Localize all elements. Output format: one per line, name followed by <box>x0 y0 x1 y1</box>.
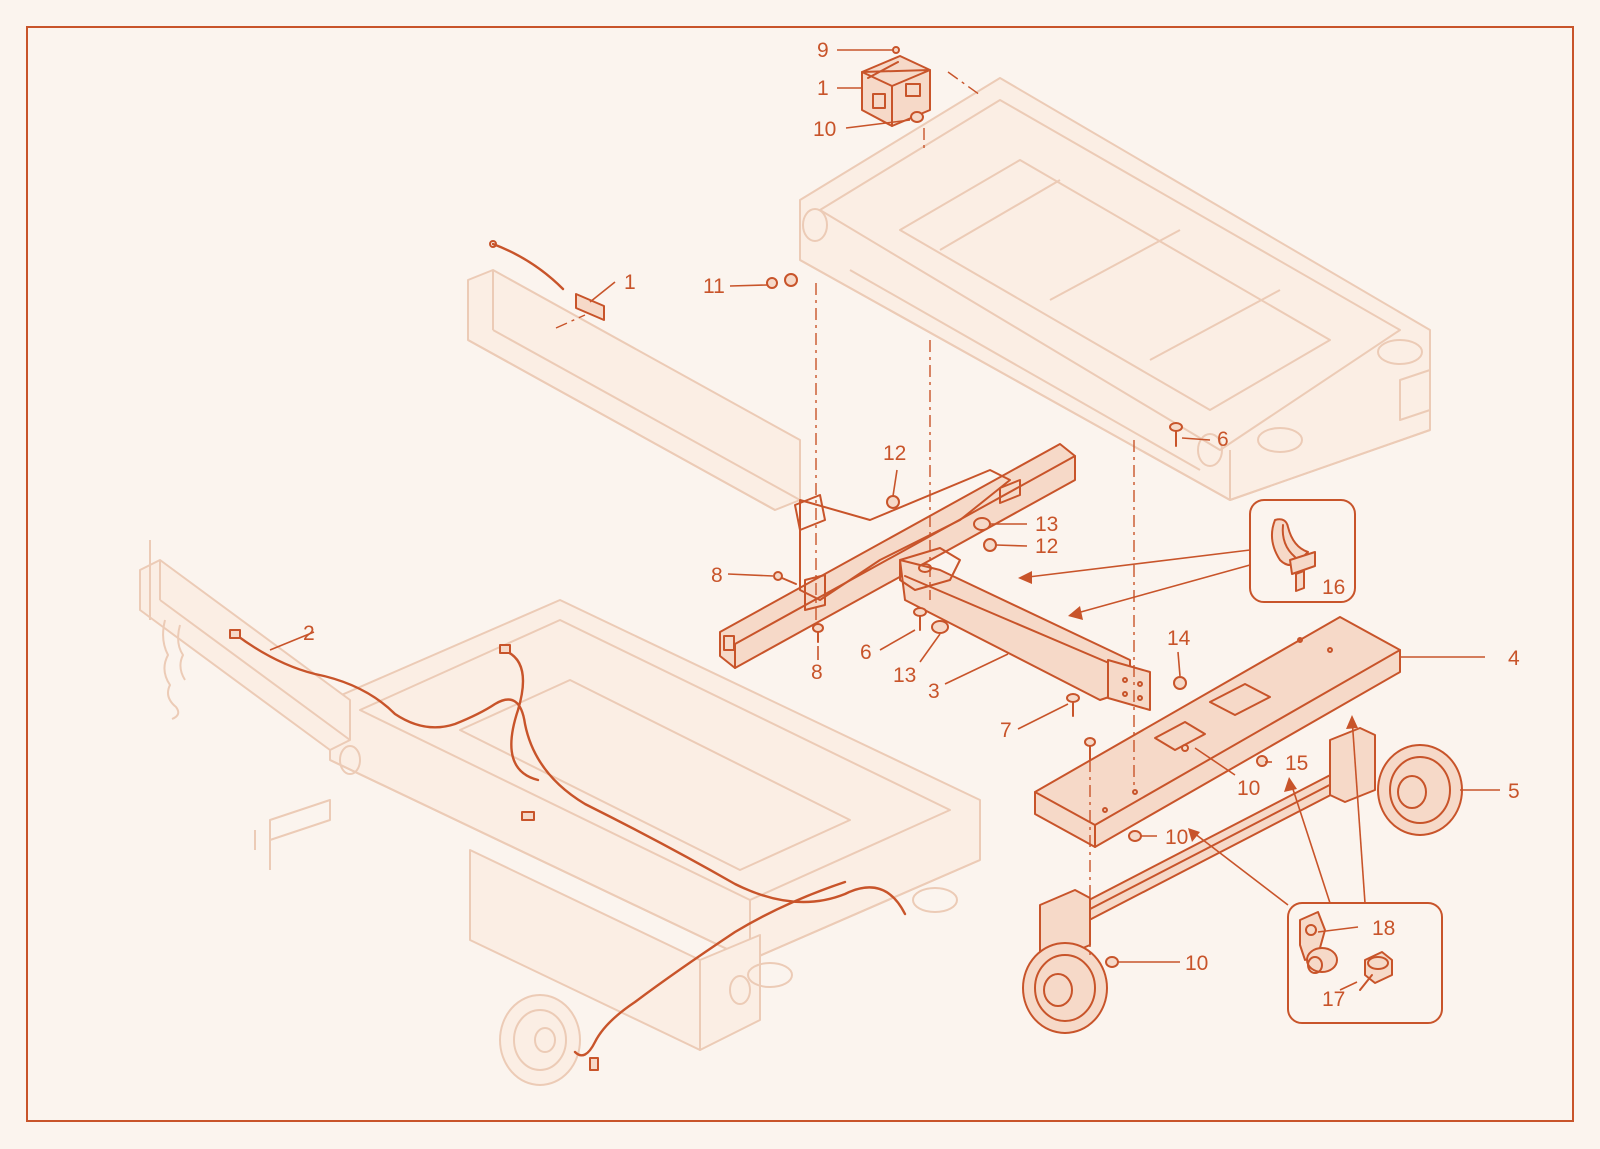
callout-4: 4 <box>1508 647 1520 670</box>
part-1-sensor <box>489 240 605 321</box>
callout-17: 17 <box>1322 988 1345 1011</box>
callout-6: 6 <box>1217 428 1229 451</box>
part-10-nut-plate <box>1128 830 1142 842</box>
part-6-bolt-a <box>913 607 927 631</box>
part-1-controller-box <box>861 55 931 127</box>
part-5-axle-assembly <box>1022 727 1463 1034</box>
callout-2: 2 <box>303 622 315 645</box>
callout-13: 13 <box>893 664 916 687</box>
callout-8: 8 <box>811 661 823 684</box>
part-8-bolt-a <box>773 571 797 585</box>
callout-11: 11 <box>703 275 725 298</box>
side-rail-ghost <box>467 269 801 511</box>
part-12-nut-a <box>886 495 900 509</box>
part-7-bolt <box>1066 693 1080 717</box>
part-3-crossmember <box>719 443 1151 711</box>
callout-1: 1 <box>817 77 829 100</box>
drawbar-ghost <box>139 540 351 751</box>
part-4-mount-plate <box>1034 616 1401 848</box>
part-10-nut-axle <box>1105 956 1119 968</box>
callout-7: 7 <box>1000 719 1012 742</box>
wheel-ghost <box>499 994 581 1086</box>
assembly-centerlines <box>555 71 1135 960</box>
part-7-bolt-b <box>1084 737 1096 761</box>
part-2-wire-harness <box>229 629 907 1071</box>
callout-14: 14 <box>1167 627 1191 650</box>
part-13-washer-a <box>973 517 991 531</box>
callout-5: 5 <box>1508 780 1520 803</box>
callout-15: 15 <box>1285 752 1308 775</box>
part-12-nut-b <box>983 538 997 552</box>
diagram-border <box>26 26 1574 1122</box>
leader-lines <box>269 49 1500 991</box>
part-11-nuts <box>766 273 798 289</box>
part-13-washer-b <box>931 620 949 634</box>
callout-10: 10 <box>1165 826 1188 849</box>
callout-9: 9 <box>817 39 829 62</box>
callout-3: 3 <box>928 680 940 703</box>
part-6-bolt-b <box>1169 422 1183 447</box>
callout-8: 8 <box>711 564 723 587</box>
callout-10: 10 <box>1237 777 1260 800</box>
part-15-nut <box>1256 755 1268 767</box>
callout-1: 1 <box>624 271 636 294</box>
callout-13: 13 <box>1035 513 1058 536</box>
upper-frame-ghost <box>799 77 1431 501</box>
callout-12: 12 <box>883 442 906 465</box>
callout-labels: 9 1 10 1 11 6 12 13 12 16 8 8 6 13 3 2 1… <box>303 39 1520 1011</box>
part-14-nut <box>1173 676 1187 690</box>
lower-chassis-ghost <box>254 599 981 1051</box>
detail-box-17-18 <box>1287 902 1443 1024</box>
callout-18: 18 <box>1372 917 1395 940</box>
callout-10: 10 <box>813 118 836 141</box>
callout-16: 16 <box>1322 576 1345 599</box>
detail-box-16 <box>1249 499 1356 603</box>
callout-6: 6 <box>860 641 872 664</box>
callout-10: 10 <box>1185 952 1208 975</box>
part-8-bolt-b <box>812 623 824 643</box>
callout-12: 12 <box>1035 535 1058 558</box>
part-9-screw <box>892 46 900 54</box>
part-10-nut-top <box>910 111 924 123</box>
